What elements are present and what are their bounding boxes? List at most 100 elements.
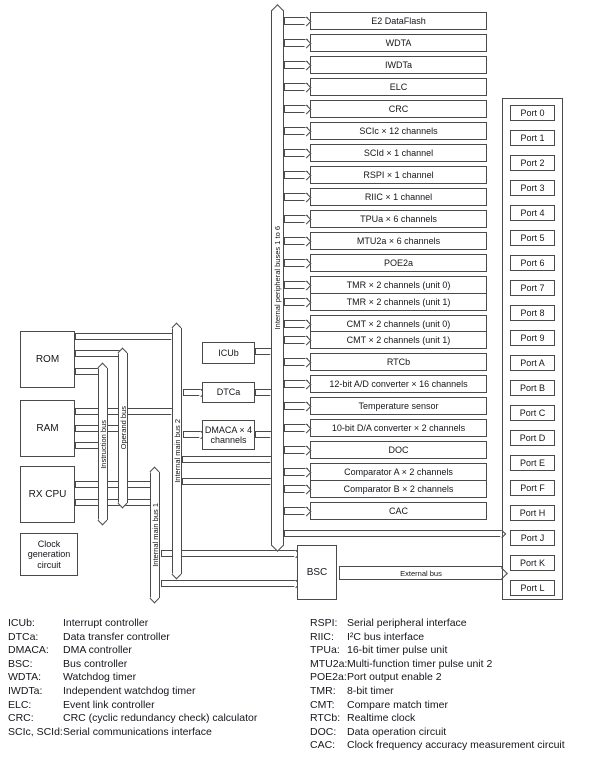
legend-row: CMT: Compare match timer — [310, 699, 565, 713]
dtca-block: DTCa — [202, 382, 255, 403]
legend-row: DOC: Data operation circuit — [310, 726, 565, 740]
dtca-label: DTCa — [216, 387, 241, 398]
legend-term: DOC: — [310, 725, 337, 738]
peripheral-label: ELC — [389, 82, 408, 92]
peripheral-label: TMR × 2 channels (unit 0) — [346, 280, 451, 290]
port-label: Port 7 — [520, 283, 545, 293]
peripheral-label: RIIC × 1 channel — [364, 192, 433, 202]
icub-block: ICUb — [202, 342, 255, 364]
legend-definition: Compare match timer — [347, 698, 448, 711]
peripheral-label: SCId × 1 channel — [363, 148, 434, 158]
external-bus-label: External bus — [400, 568, 442, 578]
internal-peripheral-buses: Internal peripheral buses 1 to 6 — [271, 10, 284, 546]
connector-mainbus2-peripheralbus-a — [182, 456, 273, 463]
port-block: Port 0 — [510, 105, 555, 121]
legend-term: IWDTa: — [8, 684, 43, 697]
port-label: Port E — [519, 458, 545, 468]
peripheral-block: SCId × 1 channel — [284, 144, 487, 162]
rom-label: ROM — [35, 353, 60, 365]
legend-row: RSPI: Serial peripheral interface — [310, 617, 565, 631]
legend-row: CAC: Clock frequency accuracy measuremen… — [310, 739, 565, 753]
legend-definition: Interrupt controller — [63, 617, 149, 629]
legend-term: CRC: — [8, 712, 34, 725]
connector-cpu-mainbus1-a — [75, 481, 153, 488]
peripheral-label: CMT × 2 channels (unit 1) — [346, 335, 451, 346]
port-block: Port K — [510, 555, 555, 571]
port-label: Port F — [520, 483, 545, 493]
port-label: Port H — [519, 508, 546, 518]
legend-definition: Port output enable 2 — [347, 671, 442, 684]
port-label: Port D — [519, 433, 546, 443]
port-label: Port 6 — [520, 258, 545, 268]
internal-main-bus-2: Internal main bus 2 — [172, 328, 182, 574]
connector-cpu-mainbus1-b — [75, 499, 153, 506]
icub-label: ICUb — [218, 347, 239, 358]
peripheral-block: SCIc × 12 channels — [284, 122, 487, 140]
ram-label: RAM — [36, 422, 59, 434]
legend-definition: I²C bus interface — [347, 630, 425, 643]
peripheral-label: RTCb — [386, 357, 411, 368]
peripheral-block: Temperature sensor — [284, 397, 487, 416]
port-block: Port C — [510, 405, 555, 421]
port-label: Port 2 — [520, 158, 545, 168]
port-block: Port J — [510, 530, 555, 546]
internal-main-bus-2-label: Internal main bus 2 — [172, 419, 182, 483]
peripheral-block: POE2a — [284, 254, 487, 272]
legend-definition: Multi-function timer pulse unit 2 — [347, 657, 493, 670]
legend-term: MTU2a: — [310, 657, 348, 670]
peripheral-label: 10-bit D/A converter × 2 channels — [331, 423, 466, 434]
port-label: Port B — [519, 383, 545, 393]
peripheral-block: Comparator A × 2 channels — [284, 463, 487, 482]
legend-definition: Data operation circuit — [347, 725, 447, 738]
peripheral-label: DOC — [388, 445, 409, 456]
connector-mainbus2-dtca — [183, 389, 202, 396]
bsc-label: BSC — [306, 566, 328, 578]
peripheral-label: POE2a — [383, 258, 414, 268]
legend-term: CMT: — [310, 698, 335, 711]
peripheral-label: CMT × 2 channels (unit 0) — [346, 318, 451, 329]
peripheral-block: CAC — [284, 502, 487, 521]
port-label: Port 3 — [520, 183, 545, 193]
port-label: Port K — [519, 558, 545, 568]
legend-row: CRC: CRC (cyclic redundancy check) calcu… — [8, 712, 257, 726]
peripheral-label: RSPI × 1 channel — [363, 170, 434, 180]
peripheral-label: E2 DataFlash — [371, 16, 426, 26]
legend-term: RIIC: — [310, 630, 334, 643]
peripheral-label: MTU2a × 6 channels — [356, 236, 441, 246]
port-label: Port 8 — [520, 308, 545, 318]
peripheral-label: IWDTa — [385, 60, 412, 70]
peripheral-block: IWDTa — [284, 56, 487, 74]
connector-mainbus1-bsc-a — [161, 550, 297, 557]
connector-mainbus2-peripheralbus-b — [182, 478, 273, 485]
port-block: Port 9 — [510, 330, 555, 346]
peripheral-block: CMT × 2 channels (unit 0) — [284, 314, 487, 333]
legend-row: DMACA: DMA controller — [8, 644, 257, 658]
connector-rom-operandbus — [75, 350, 121, 357]
peripheral-label: CAC — [388, 506, 408, 517]
peripheral-block: ELC — [284, 78, 487, 96]
peripheral-block: RSPI × 1 channel — [284, 166, 487, 184]
port-block: Port 6 — [510, 255, 555, 271]
rx-cpu-block: RX CPU — [20, 466, 75, 523]
peripheral-block: WDTA — [284, 34, 487, 52]
port-block: Port A — [510, 355, 555, 371]
legend-definition: 16-bit timer pulse unit — [347, 644, 448, 657]
port-block: Port E — [510, 455, 555, 471]
peripheral-block: TMR × 2 channels (unit 0) — [284, 276, 487, 294]
peripheral-label: Comparator A × 2 channels — [344, 467, 453, 478]
port-block: Port L — [510, 580, 555, 596]
legend-term: CAC: — [310, 739, 336, 752]
port-label: Port 5 — [520, 233, 545, 243]
legend-definition: Bus controller — [63, 657, 128, 670]
legend-row: RIIC: I²C bus interface — [310, 631, 565, 645]
peripheral-block: CRC — [284, 100, 487, 118]
port-block: Port F — [510, 480, 555, 496]
internal-peripheral-buses-label: Internal peripheral buses 1 to 6 — [273, 226, 282, 330]
instruction-bus: Instruction bus — [98, 368, 108, 520]
dmaca-block: DMACA × 4 channels — [202, 420, 255, 450]
legend-row: SCIc, SCId: Serial communications interf… — [8, 726, 257, 740]
port-label: Port J — [520, 533, 545, 543]
peripheral-blocks: E2 DataFlash WDTA IWDTa ELC CRC SCIc × 1… — [284, 12, 487, 521]
clock-generation-circuit-block: Clock generation circuit — [20, 533, 78, 576]
internal-main-bus-1-label: Internal main bus 1 — [150, 503, 160, 567]
